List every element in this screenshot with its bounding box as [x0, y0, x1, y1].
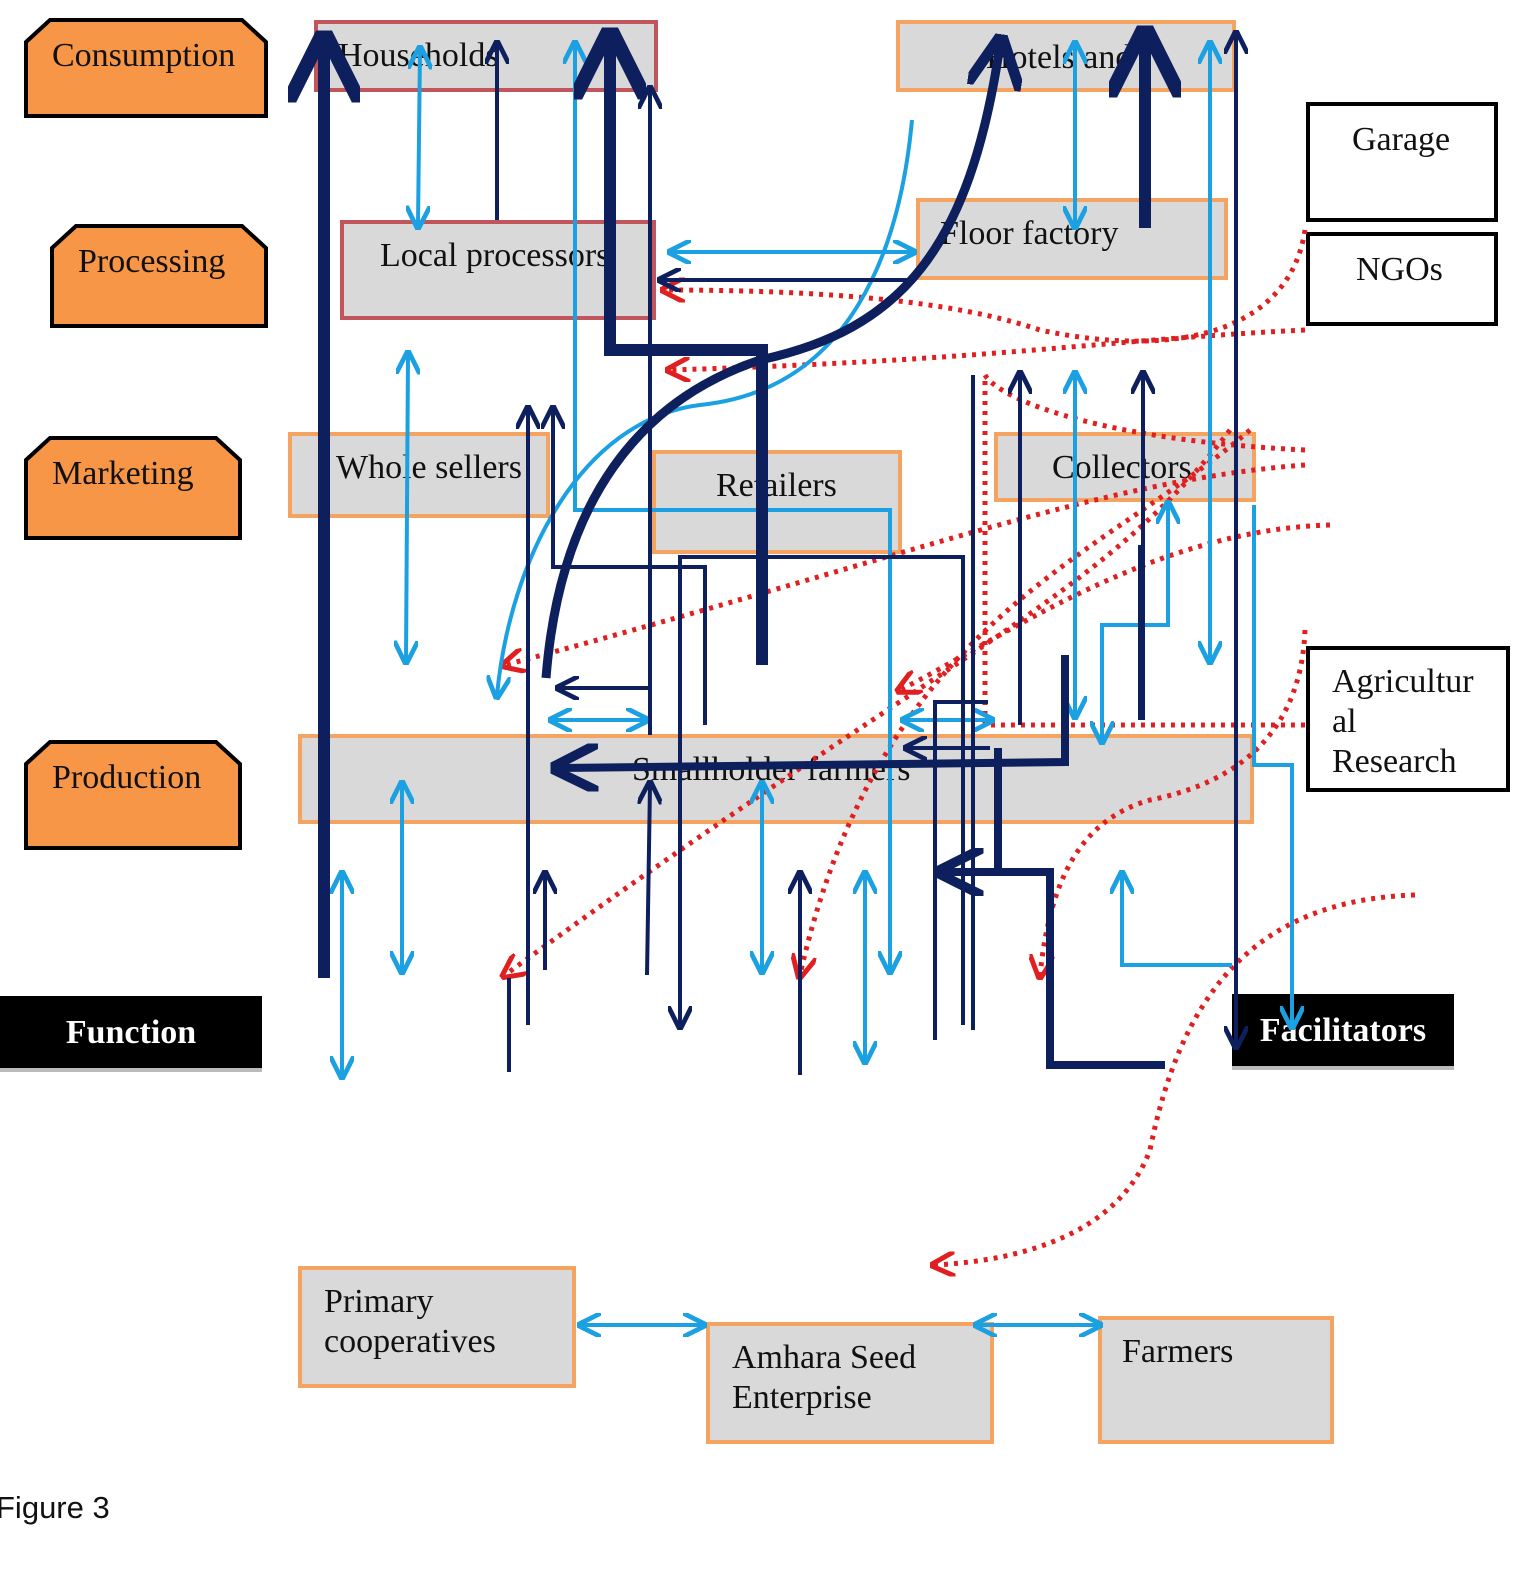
primary-cooperatives-label-1: Primary [324, 1283, 434, 1320]
ngos-label: NGOs [1356, 251, 1443, 288]
function-processing-label: Processing [78, 243, 226, 280]
dark-arrow-thick [994, 748, 1165, 1069]
production-shape [24, 740, 242, 850]
processing-shape [50, 224, 268, 328]
agricultural-research-box [1306, 646, 1510, 792]
function-header: Function [0, 996, 262, 1072]
function-marketing-label: Marketing [52, 455, 194, 492]
farmers-label: Farmers [1122, 1333, 1234, 1370]
light-blue-arrow [406, 355, 408, 660]
red-dotted-arrow [900, 522, 1331, 690]
ngos-box [1306, 232, 1498, 326]
red-dotted-arrow [670, 327, 1306, 370]
consumption-shape [24, 18, 268, 118]
primary-cooperatives-box [298, 1266, 576, 1388]
dark-arrow [647, 785, 650, 976]
dark-arrow-thick [541, 45, 1000, 679]
floor-factory-label: Floor factory [940, 215, 1119, 252]
light-blue-arrow [1252, 505, 1292, 1025]
primary-cooperatives-label-2: cooperatives [324, 1323, 496, 1360]
agricultural-research-label-3: Research [1332, 743, 1457, 780]
function-consumption-label: Consumption [52, 37, 236, 74]
function-production-label: Production [52, 759, 202, 796]
light-blue-arrow [1102, 505, 1168, 740]
amhara-seed-enterprise-box [706, 1322, 994, 1444]
red-dotted-arrow [1040, 629, 1308, 975]
figure-caption: Figure 3 [0, 1490, 110, 1525]
red-dotted-arrow [982, 366, 1306, 725]
dark-arrow [680, 555, 965, 1025]
garage-label: Garage [1352, 121, 1451, 158]
whole-sellers-label: Whole sellers [336, 449, 522, 486]
amhara-seed-enterprise-label-2: Enterprise [732, 1379, 872, 1416]
dark-arrow-thick [610, 42, 768, 665]
light-blue-arrow [575, 45, 890, 970]
light-blue-arrows [342, 45, 1292, 1325]
agricultural-research-label-2: al [1332, 703, 1357, 740]
dark-arrow [553, 410, 707, 725]
light-blue-arrow [418, 50, 420, 225]
dark-navy-arrows [324, 35, 1236, 1075]
dark-arrow-thick [560, 655, 1069, 768]
red-dotted-arrow [935, 892, 1416, 1265]
farmers-box [1098, 1316, 1334, 1444]
marketing-shape [24, 436, 242, 540]
light-blue-arrow [1122, 875, 1232, 967]
garage-box [1306, 102, 1498, 222]
dark-arrow [933, 700, 988, 1040]
amhara-seed-enterprise-label-1: Amhara Seed [732, 1339, 917, 1376]
agricultural-research-label-1: Agricultur [1332, 663, 1474, 700]
